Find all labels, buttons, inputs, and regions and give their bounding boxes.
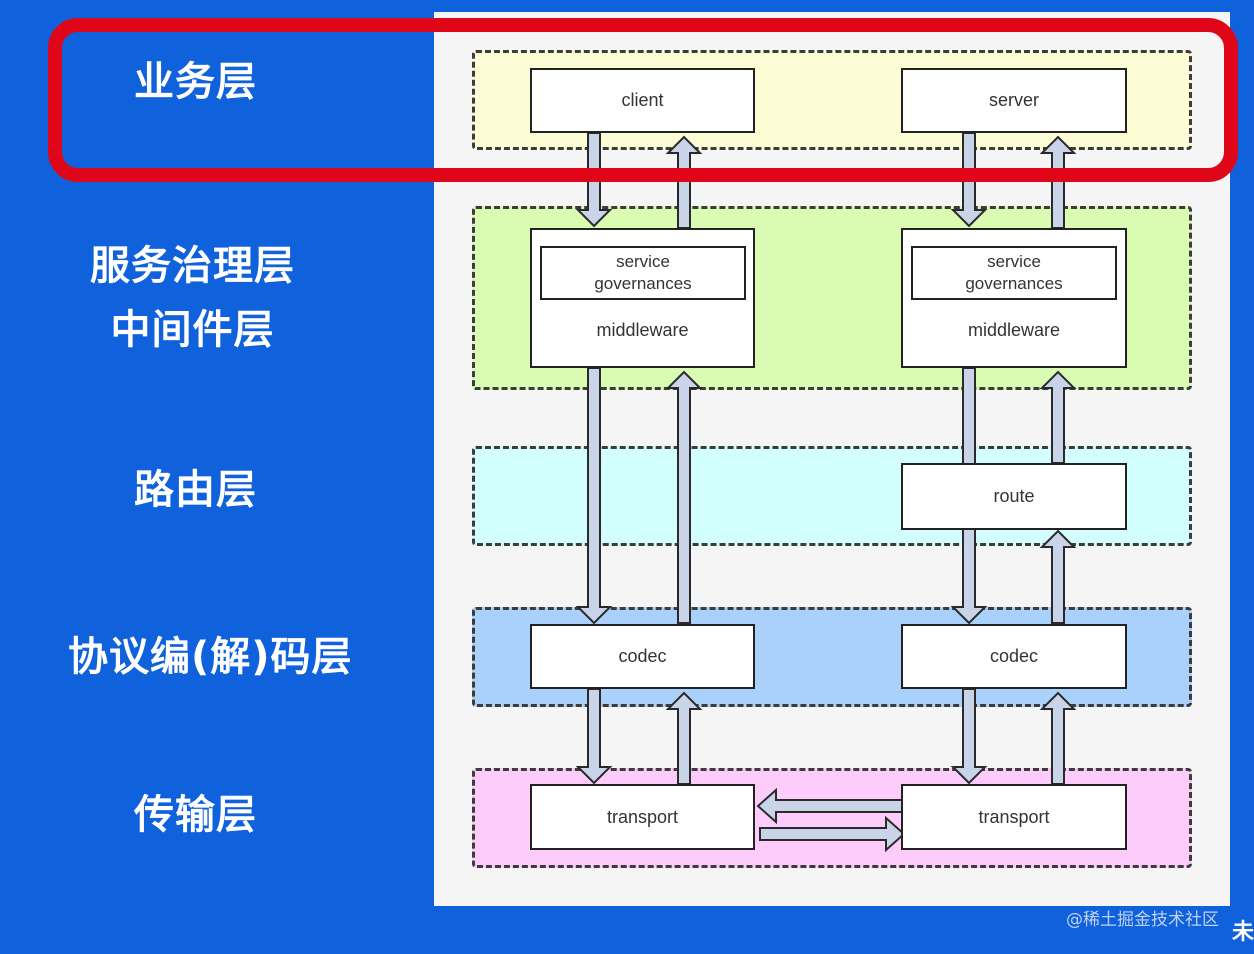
arrow-left-transport-to-codec [665,691,703,785]
arrow-server-to-middleware [950,132,988,228]
layer-label-business: 业务层 [134,59,257,105]
arrow-right-transport-to-codec [1039,691,1077,785]
right-transport-node: transport [901,784,1127,850]
arrow-route-to-middleware [1039,370,1077,464]
layer-label-governance-line1: 服务治理层 [90,243,295,289]
left-middleware-node: service governances middleware [530,228,755,368]
left-gov-line1: service [616,251,670,271]
client-node: client [530,68,755,133]
arrow-left-middleware-to-codec [575,367,613,625]
layer-label-governance: 服务治理层 中间件层 [90,234,295,362]
right-codec-node: codec [901,624,1127,689]
arrow-transport-right-to-left [756,787,903,825]
arrow-client-to-middleware [575,132,613,228]
arrow-transport-left-to-right [759,815,906,853]
right-middleware-node: service governances middleware [901,228,1127,368]
layer-label-routing: 路由层 [134,467,257,513]
arrow-right-codec-to-transport [950,688,988,785]
arrow-middleware-to-client [665,135,703,229]
layer-label-codec: 协议编(解)码层 [68,634,353,680]
right-service-governance: service governances [911,246,1117,300]
layer-label-governance-line2: 中间件层 [110,307,275,353]
server-node: server [901,68,1127,133]
left-service-governance: service governances [540,246,746,300]
right-gov-line1: service [987,251,1041,271]
left-transport-node: transport [530,784,755,850]
left-codec-node: codec [530,624,755,689]
right-middleware-label: middleware [967,320,1061,340]
right-gov-line2: governances [965,274,1063,293]
route-node: route [901,463,1127,530]
layer-label-transport: 传输层 [134,792,257,838]
watermark: @稀土掘金技术社区 [1066,910,1219,930]
left-gov-line2: governances [594,274,692,293]
arrow-left-codec-to-transport [575,688,613,785]
corner-text: 未 [1232,920,1254,945]
arrow-middleware-to-server [1039,135,1077,229]
arrow-codec-to-route [1039,529,1077,624]
arrow-left-codec-to-middleware [665,370,703,624]
left-middleware-label: middleware [596,320,689,340]
